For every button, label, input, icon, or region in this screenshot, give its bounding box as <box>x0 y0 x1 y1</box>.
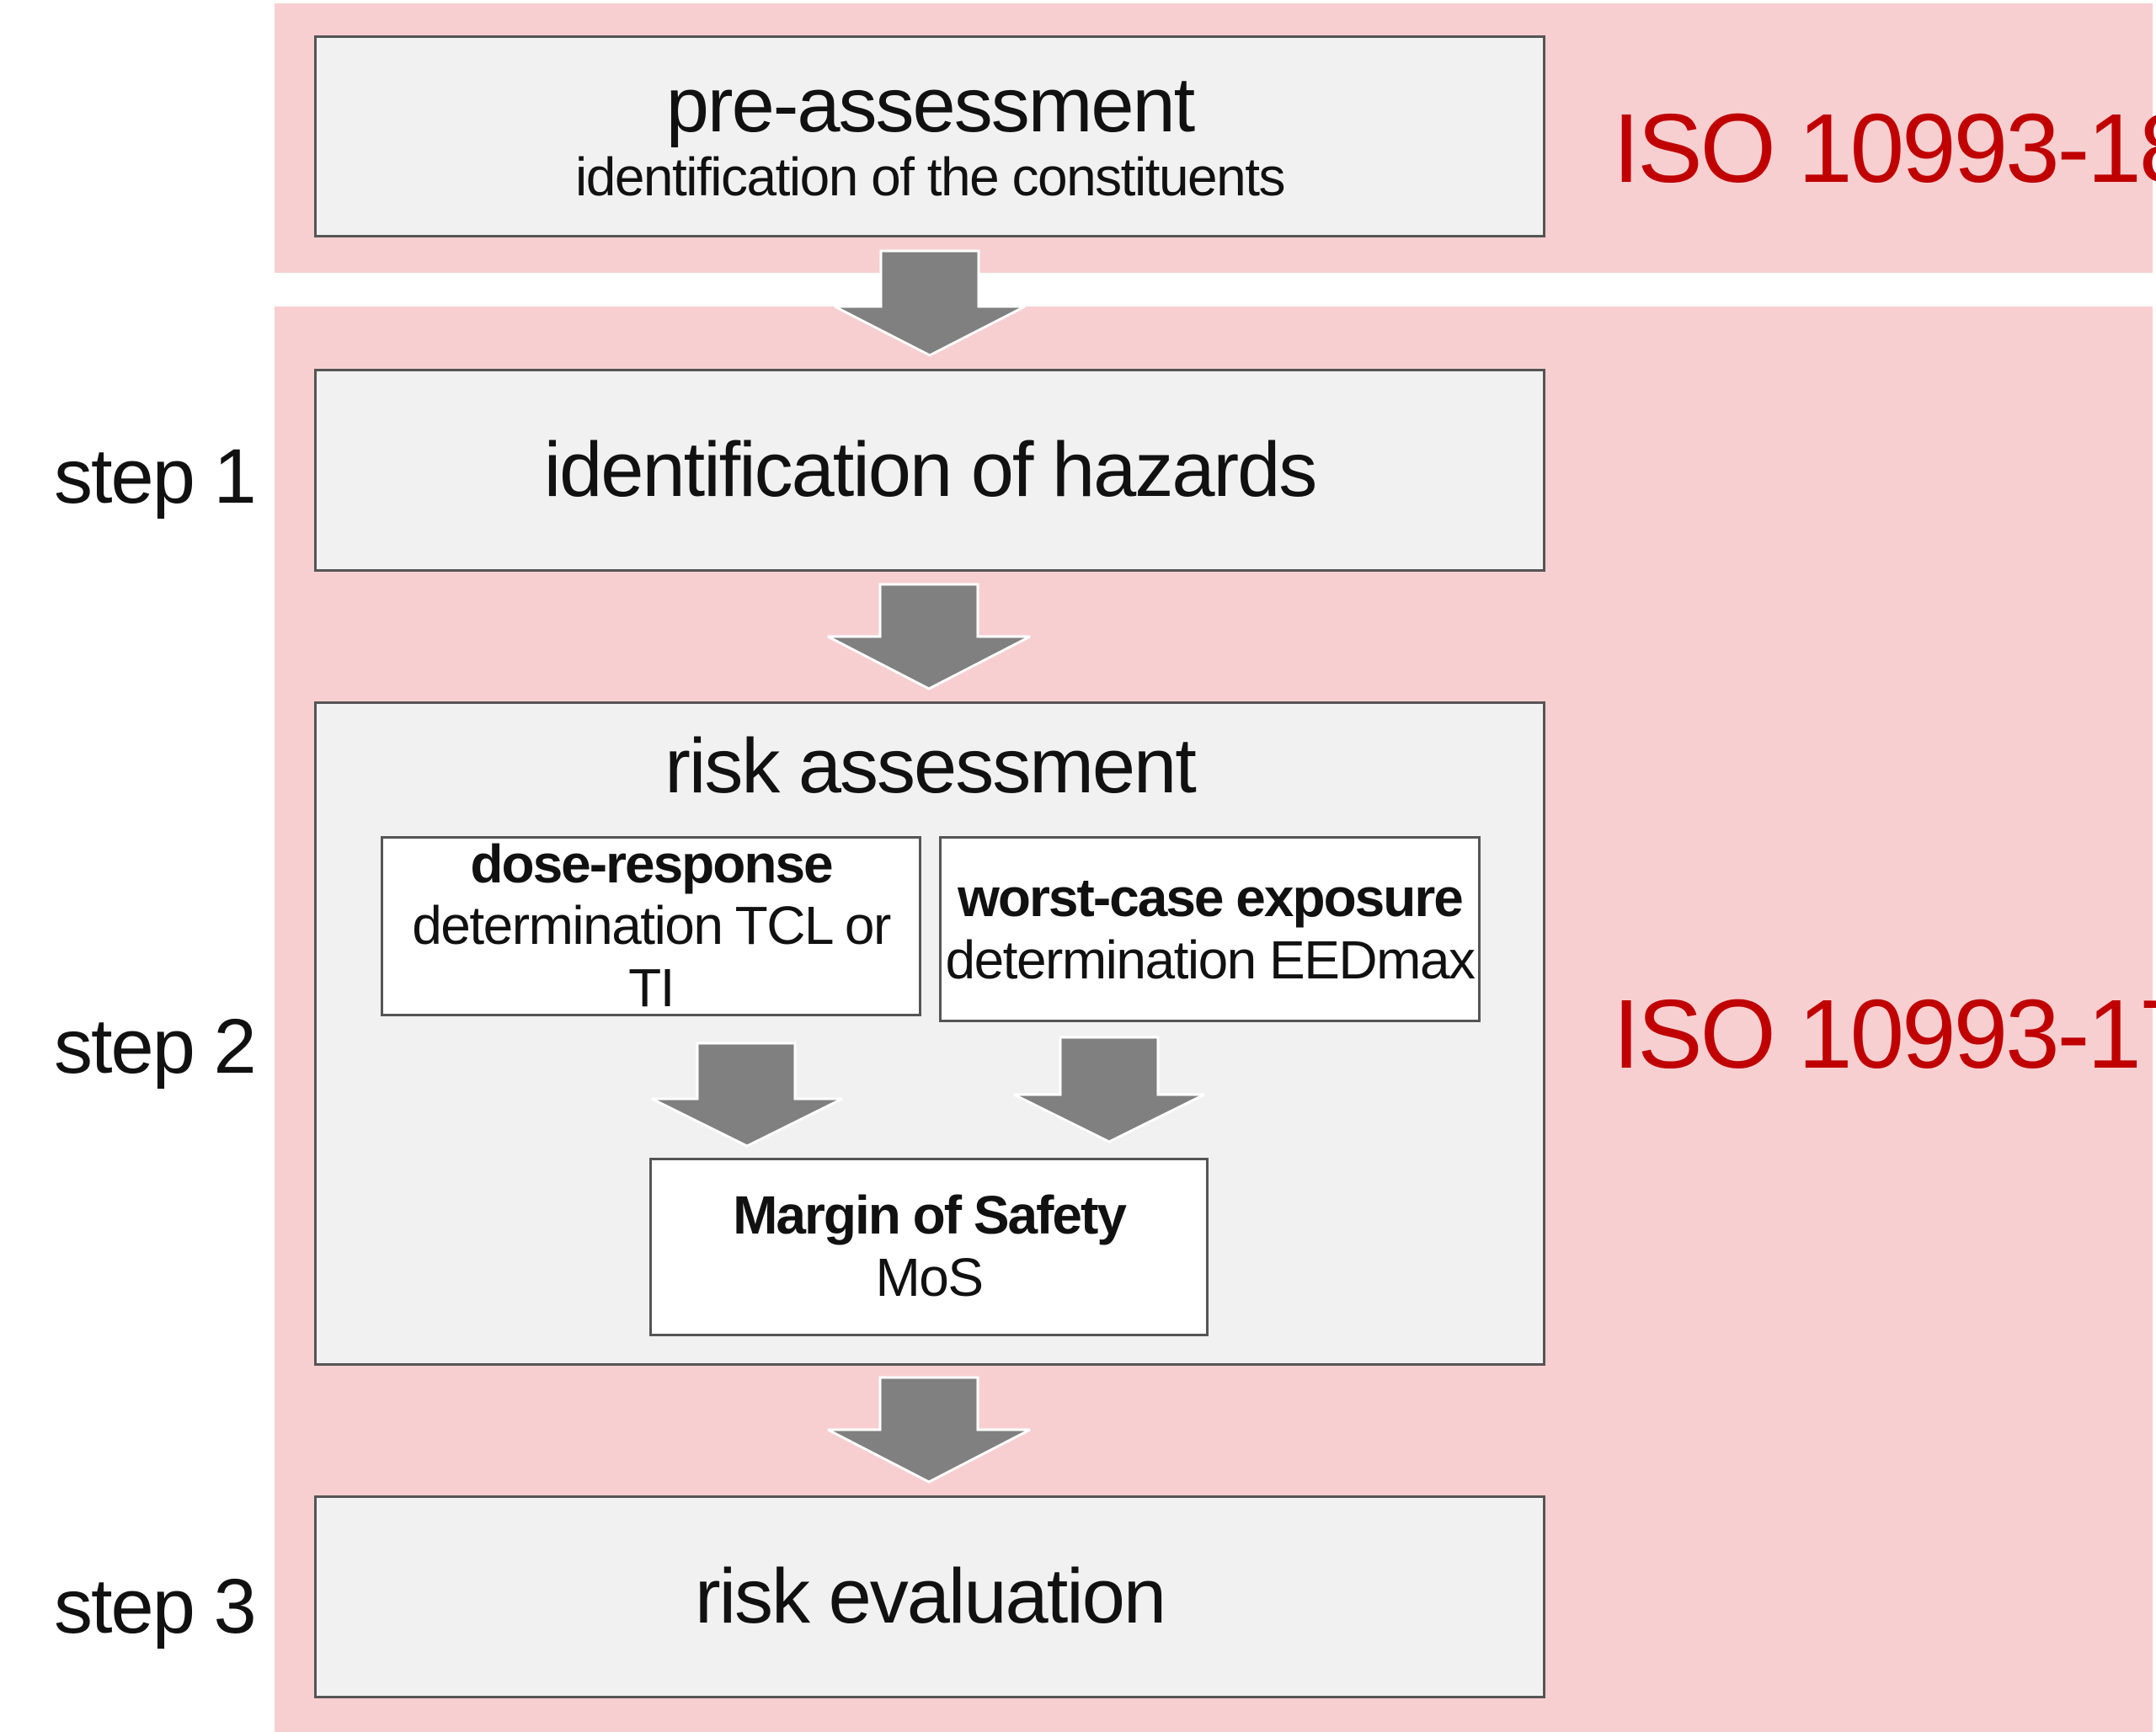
risk-evaluation-box: risk evaluation <box>314 1495 1545 1698</box>
pre-assessment-box: pre-assessment identification of the con… <box>314 35 1545 237</box>
pre-assessment-subtitle: identification of the constituents <box>575 146 1286 207</box>
hazard-identification-box: identification of hazards <box>314 369 1545 572</box>
arrow-down-icon <box>834 249 1026 357</box>
worst-case-exposure-subtitle: determination EEDmax <box>945 929 1476 990</box>
margin-of-safety-subtitle: MoS <box>875 1247 984 1308</box>
iso-10993-17-label: ISO 10993-17 <box>1613 979 2156 1089</box>
arrow-down-icon <box>651 1042 843 1148</box>
arrow-down-icon <box>827 1376 1031 1484</box>
dose-response-title: dose-response <box>470 833 833 894</box>
arrow-down-icon <box>1013 1036 1205 1143</box>
margin-of-safety-box: Margin of Safety MoS <box>649 1158 1209 1336</box>
risk-evaluation-title: risk evaluation <box>694 1553 1166 1640</box>
pre-assessment-title: pre-assessment <box>665 61 1195 148</box>
dose-response-box: dose-response determination TCL or TI <box>381 833 921 1018</box>
worst-case-exposure-title: worst-case exposure <box>958 866 1464 928</box>
hazard-identification-title: identification of hazards <box>543 427 1318 514</box>
margin-of-safety-title: Margin of Safety <box>733 1185 1127 1246</box>
iso-10993-18-label: ISO 10993-18 <box>1613 93 2156 203</box>
dose-response-subtitle: determination TCL or TI <box>412 895 891 1018</box>
risk-assessment-title: risk assessment <box>664 723 1196 809</box>
arrow-down-icon <box>827 583 1031 690</box>
step-3-label: step 3 <box>54 1564 257 1649</box>
step-2-label: step 2 <box>54 1004 257 1090</box>
worst-case-exposure-box: worst-case exposure determination EEDmax <box>939 836 1481 1022</box>
step-1-label: step 1 <box>54 434 257 520</box>
